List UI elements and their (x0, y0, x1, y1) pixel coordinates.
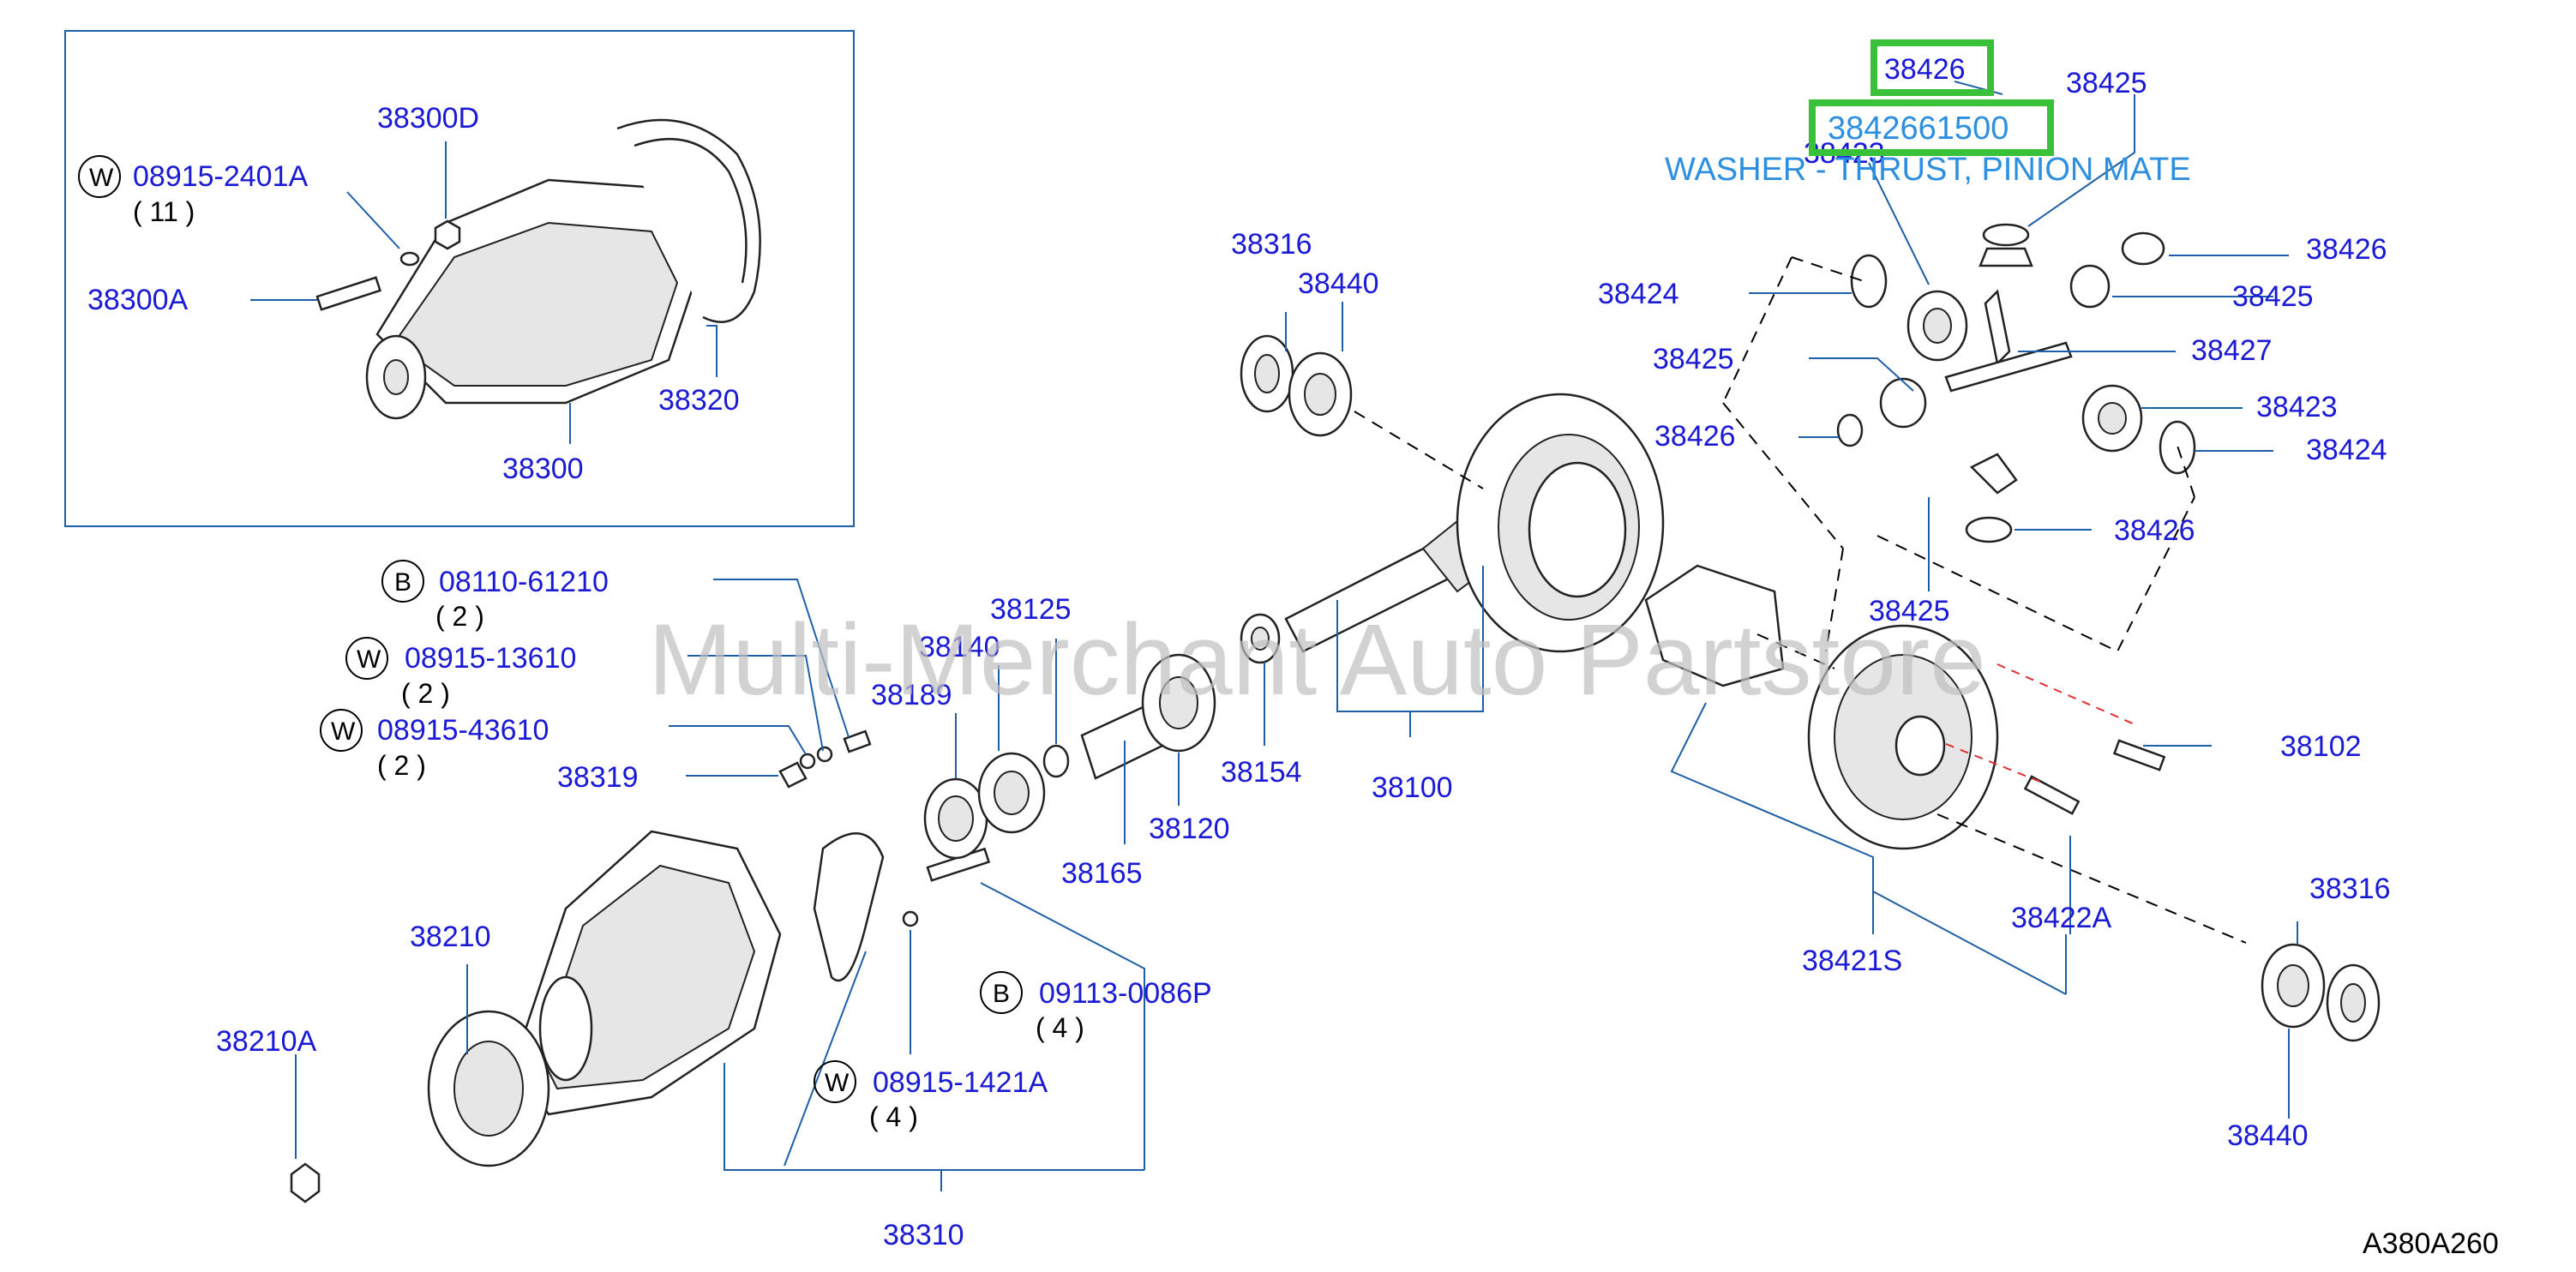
label-38440-right[interactable]: 38440 (2227, 1119, 2309, 1152)
highlight-38426 (1870, 39, 1994, 96)
label-38426-left[interactable]: 38426 (1654, 420, 1736, 453)
label-08915-13610[interactable]: 08915-13610 (405, 642, 576, 675)
prefix-b-08110-61210: B (394, 568, 411, 597)
label-38120[interactable]: 38120 (1149, 813, 1230, 845)
label-08915-1421A[interactable]: 08915-1421A (873, 1066, 1048, 1099)
label-08915-43610[interactable]: 08915-43610 (377, 714, 549, 747)
label-38423-right[interactable]: 38423 (2256, 391, 2338, 423)
qty-08915-43610: ( 2 ) (377, 750, 426, 781)
label-38189[interactable]: 38189 (871, 679, 952, 711)
qty-08915-13610: ( 2 ) (401, 678, 450, 709)
prefix-b-09113-0086P: B (993, 980, 1010, 1008)
ring-gear-illustration (1456, 393, 1665, 653)
tooltip-description: WASHER - THRUST, PINION MATE (1665, 152, 2191, 188)
side-bearing-right (2261, 943, 2381, 1042)
label-38425-left[interactable]: 38425 (1653, 343, 1734, 375)
label-38316-right[interactable]: 38316 (2309, 873, 2391, 905)
pinion-shaft-parts (923, 513, 1493, 860)
label-38210A[interactable]: 38210A (216, 1025, 317, 1058)
label-38102[interactable]: 38102 (2280, 730, 2362, 763)
qty-08110-61210: ( 2 ) (435, 601, 484, 632)
label-38424-right[interactable]: 38424 (2306, 434, 2387, 466)
label-38427[interactable]: 38427 (2191, 334, 2273, 367)
prefix-w-08915-2401A: W (89, 164, 114, 192)
prefix-w-08915-43610: W (331, 717, 356, 746)
label-38210[interactable]: 38210 (410, 921, 491, 953)
inset-carrier-illustration (315, 118, 761, 420)
qty-08915-1421A: ( 4 ) (869, 1101, 918, 1132)
label-38425-bottom[interactable]: 38425 (1869, 595, 1950, 627)
diff-internal-gears (1836, 223, 2196, 543)
carrier-case-illustration (290, 729, 991, 1203)
prefix-w-08915-1421A: W (825, 1069, 850, 1097)
prefix-w-08915-13610: W (357, 645, 381, 674)
watermark: Multi-Merchant Auto Partstore (648, 603, 1986, 717)
label-38316-left[interactable]: 38316 (1231, 228, 1312, 261)
label-38421S[interactable]: 38421S (1802, 945, 1902, 977)
label-38440-left[interactable]: 38440 (1298, 267, 1379, 300)
label-38424-left[interactable]: 38424 (1598, 278, 1679, 310)
diff-case-illustration (1644, 564, 2166, 850)
label-38425-right[interactable]: 38425 (2232, 280, 2314, 313)
label-38310[interactable]: 38310 (883, 1219, 964, 1251)
label-38300D[interactable]: 38300D (377, 102, 479, 135)
label-38100[interactable]: 38100 (1372, 771, 1453, 804)
label-09113-0086P[interactable]: 09113-0086P (1039, 977, 1212, 1010)
tooltip-part-number[interactable]: 3842661500 (1828, 111, 2009, 147)
label-38426-right1[interactable]: 38426 (2306, 233, 2387, 266)
label-38422A[interactable]: 38422A (2011, 902, 2112, 934)
label-38300A[interactable]: 38300A (87, 284, 189, 316)
label-38426-bottom[interactable]: 38426 (2114, 514, 2195, 547)
label-08915-2401A[interactable]: 08915-2401A (133, 160, 309, 193)
tooltip-box (1809, 99, 2054, 156)
inset-frame (64, 30, 855, 527)
label-38425-top[interactable]: 38425 (2066, 67, 2147, 99)
label-38319[interactable]: 38319 (557, 761, 639, 794)
label-38165[interactable]: 38165 (1061, 857, 1143, 890)
label-38426-top[interactable]: 38426 (1884, 53, 1966, 86)
label-38154[interactable]: 38154 (1221, 756, 1302, 789)
label-38300[interactable]: 38300 (502, 453, 584, 485)
side-bearing-left (1240, 334, 1353, 437)
label-08110-61210[interactable]: 08110-61210 (439, 566, 609, 598)
qty-09113-0086P: ( 4 ) (1036, 1012, 1084, 1043)
label-38140[interactable]: 38140 (919, 631, 1000, 663)
label-38125[interactable]: 38125 (990, 593, 1072, 626)
label-38320[interactable]: 38320 (658, 384, 740, 417)
reference-code: A380A260 (2363, 1227, 2499, 1260)
qty-08915-2401A: ( 11 ) (133, 196, 195, 227)
